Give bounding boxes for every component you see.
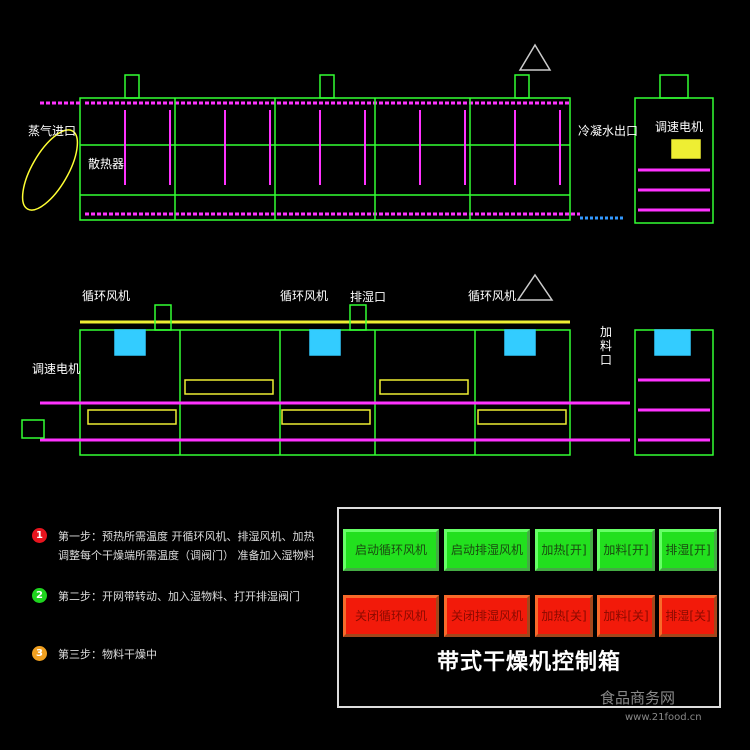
start-circulation-fan-button[interactable]: 启动循环风机 — [343, 529, 439, 571]
exhaust-label: 排湿口 — [350, 290, 387, 304]
dehumidify-off-button[interactable]: 排湿[关] — [659, 595, 717, 637]
step-3-line: 第三步：物料干燥中 — [58, 648, 157, 661]
radiator-label: 散热器 — [88, 157, 125, 171]
condensate-outlet-label: 冷凝水出口 — [578, 124, 639, 138]
step-2-line: 第二步：开网带转动、加入湿物料、打开排湿阀门 — [58, 590, 300, 603]
start-exhaust-fan-button[interactable]: 启动排湿风机 — [444, 529, 530, 571]
step-1-badge: 1 — [32, 528, 47, 543]
step-1-line-1: 第一步：预热所需温度 开循环风机、排湿风机、加热 — [58, 530, 315, 543]
feed-off-button[interactable]: 加料[关] — [597, 595, 655, 637]
stop-exhaust-fan-button[interactable]: 关闭排湿风机 — [444, 595, 530, 637]
step-2-badge: 2 — [32, 588, 47, 603]
step-2: 2 第二步：开网带转动、加入湿物料、打开排湿阀门 — [32, 587, 300, 606]
fan-label: 循环风机 — [280, 289, 329, 303]
top-motor-label: 调速电机 — [655, 120, 704, 134]
feed-on-button[interactable]: 加料[开] — [597, 529, 655, 571]
control-box-title: 带式干燥机控制箱 — [436, 650, 621, 675]
step-3-badge: 3 — [32, 646, 47, 661]
side-motor-label: 调速电机 — [32, 362, 81, 376]
stop-circulation-fan-button[interactable]: 关闭循环风机 — [343, 595, 439, 637]
feed-port-label: 加料口 — [600, 325, 613, 367]
fan-label: 循环风机 — [468, 289, 517, 303]
side-view — [21, 273, 714, 456]
control-box: 启动循环风机 启动排湿风机 加热[开] 加料[开] 排湿[开] 关闭循环风机 关… — [337, 507, 721, 708]
watermark-name: 食品商务网 — [600, 689, 676, 707]
heat-on-button[interactable]: 加热[开] — [535, 529, 593, 571]
fan-label: 循环风机 — [82, 289, 131, 303]
watermark-url: www.21food.cn — [625, 712, 702, 723]
top-view — [21, 43, 714, 224]
dehumidify-on-button[interactable]: 排湿[开] — [659, 529, 717, 571]
step-3: 3 第三步：物料干燥中 — [32, 645, 157, 664]
step-1: 1 第一步：预热所需温度 开循环风机、排湿风机、加热 调整每个干燥端所需温度（调… — [32, 527, 315, 565]
step-1-line-2: 调整每个干燥端所需温度（调阀门） 准备加入湿物料 — [58, 549, 315, 562]
heat-off-button[interactable]: 加热[关] — [535, 595, 593, 637]
steam-inlet-label: 蒸气进口 — [28, 124, 77, 138]
